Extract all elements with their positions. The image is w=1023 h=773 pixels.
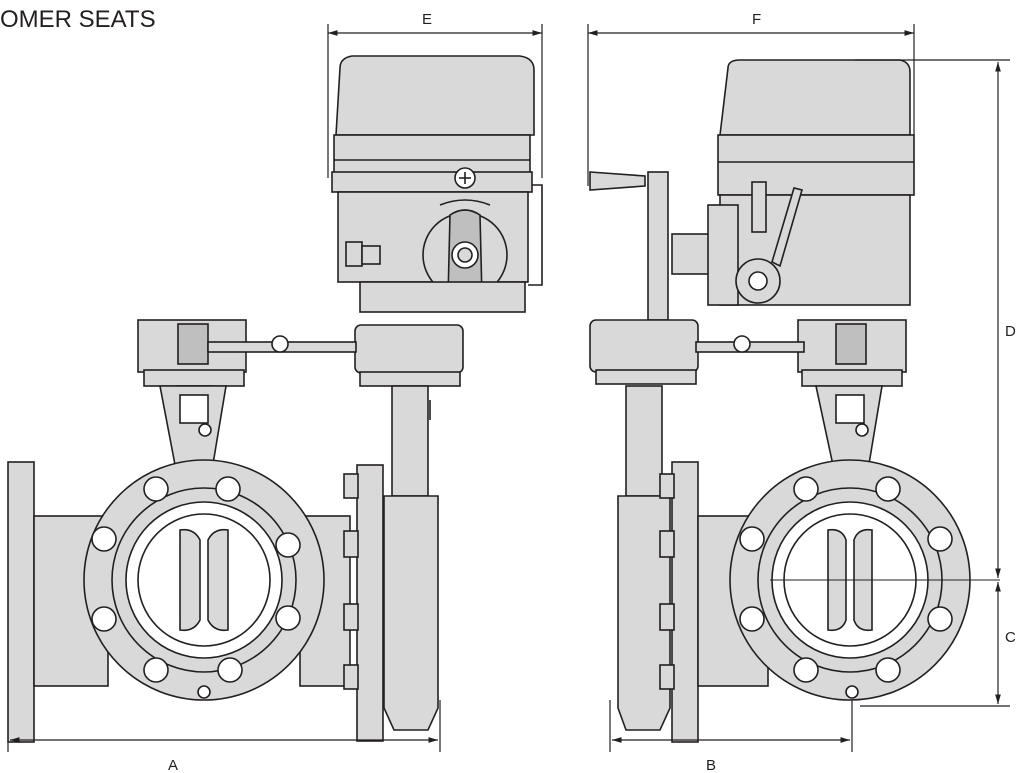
dim-label-d: D xyxy=(1005,323,1016,340)
dimension-lines xyxy=(7,24,1010,752)
dim-label-a: A xyxy=(168,757,178,773)
actuator-body-front xyxy=(333,134,531,176)
bolt-holes-front xyxy=(91,476,301,683)
left-flange-plate xyxy=(7,461,35,743)
front-view xyxy=(7,55,543,743)
actuator-cover-front xyxy=(335,55,535,136)
dim-label-c: C xyxy=(1005,629,1016,646)
dim-label-f: F xyxy=(752,11,761,28)
side-view xyxy=(589,59,1000,743)
dim-label-e: E xyxy=(422,11,432,28)
actuator-cover-side xyxy=(719,59,911,136)
crank-handle xyxy=(589,171,646,191)
drawing-title: OMER SEATS xyxy=(0,6,156,33)
bolt-holes-side xyxy=(739,476,953,683)
dim-label-b: B xyxy=(706,757,716,773)
